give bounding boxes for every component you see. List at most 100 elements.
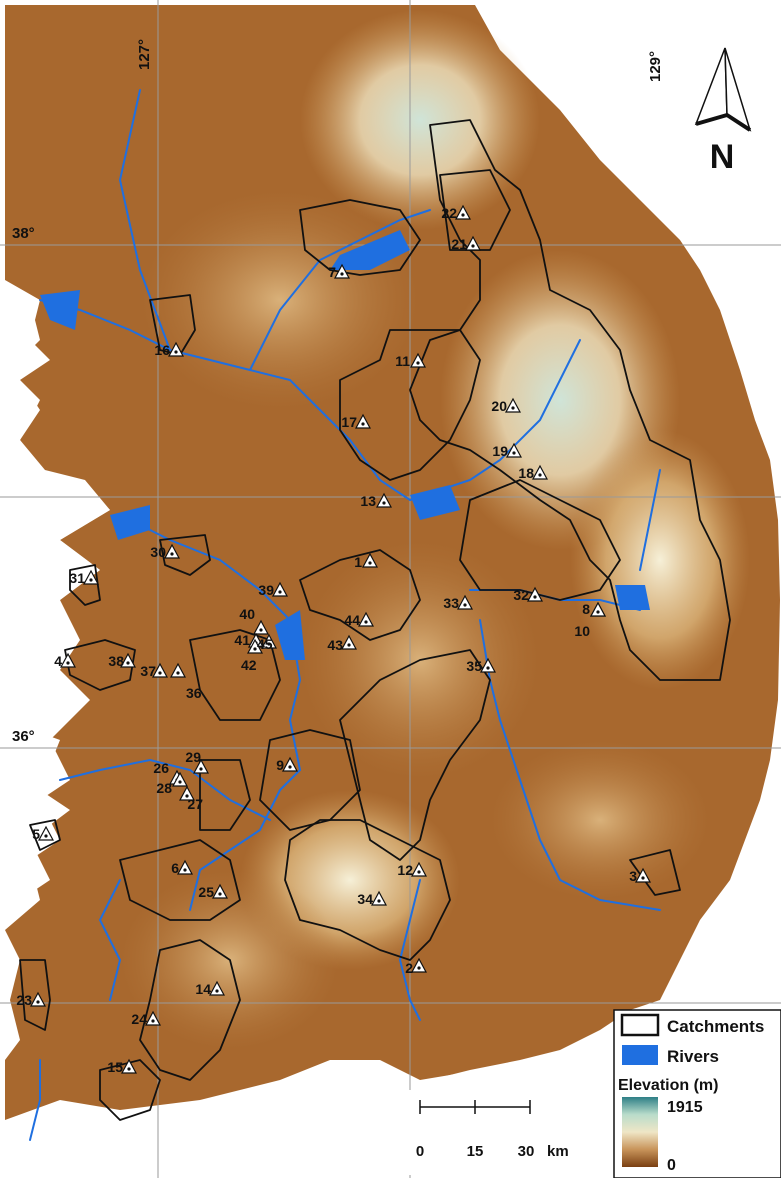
station-marker[interactable]	[361, 552, 379, 568]
station-marker[interactable]	[119, 652, 137, 668]
legend-river-swatch	[622, 1045, 658, 1065]
station-label: 26	[153, 760, 169, 776]
scale-tick-15: 15	[467, 1143, 484, 1160]
lakes	[40, 230, 650, 660]
lon-label-127: 127°	[136, 39, 153, 70]
station-label: 16	[154, 342, 170, 358]
station-marker[interactable]	[151, 662, 169, 678]
station-marker[interactable]	[354, 413, 372, 429]
station-dot	[174, 350, 178, 354]
station-marker[interactable]	[333, 263, 351, 279]
station-label: 38	[108, 653, 124, 669]
station-marker[interactable]	[208, 980, 226, 996]
station-label: 11	[395, 353, 410, 369]
station-label: 29	[185, 749, 201, 765]
station-marker[interactable]	[454, 204, 472, 220]
station-label: 42	[241, 657, 257, 673]
station-dot	[416, 361, 420, 365]
station-marker[interactable]	[479, 657, 497, 673]
station-marker[interactable]	[163, 543, 181, 559]
station-marker[interactable]	[357, 611, 375, 627]
station-marker[interactable]	[144, 1010, 162, 1026]
station-dot	[278, 590, 282, 594]
station-marker[interactable]	[634, 867, 652, 883]
station-label: 31	[69, 570, 85, 586]
north-arrow: N	[694, 47, 752, 176]
station-dot	[253, 647, 257, 651]
station-marker[interactable]	[260, 633, 278, 649]
station-marker[interactable]	[29, 991, 47, 1007]
legend-catchments: Catchments	[667, 1017, 764, 1036]
station-marker[interactable]	[178, 785, 196, 801]
station-label: 19	[492, 443, 508, 459]
legend-elevation-max: 1915	[667, 1099, 703, 1116]
lon-label-129: 129°	[647, 51, 664, 82]
station-marker[interactable]	[464, 235, 482, 251]
station-marker[interactable]	[252, 619, 270, 635]
legend-rivers: Rivers	[667, 1047, 719, 1066]
station-marker[interactable]	[526, 586, 544, 602]
station-marker[interactable]	[589, 601, 607, 617]
station-dot	[36, 1000, 40, 1004]
station-marker[interactable]	[82, 569, 100, 585]
station-marker[interactable]	[271, 581, 289, 597]
station-dot	[151, 1019, 155, 1023]
elevation-ramp	[622, 1097, 658, 1167]
station-label: 1	[354, 554, 362, 570]
station-marker[interactable]	[246, 638, 264, 654]
north-label: N	[710, 138, 735, 176]
station-marker[interactable]	[505, 442, 523, 458]
station-marker[interactable]	[375, 492, 393, 508]
station-label: 14	[195, 981, 211, 997]
station-marker[interactable]	[59, 652, 77, 668]
station-label: 40	[239, 606, 255, 622]
station-marker[interactable]	[410, 957, 428, 973]
station-label: 10	[574, 623, 590, 639]
station-marker[interactable]	[340, 634, 358, 650]
lat-label-38: 38°	[12, 225, 35, 242]
station-dot	[533, 595, 537, 599]
station-marker[interactable]	[410, 861, 428, 877]
station-marker[interactable]	[456, 594, 474, 610]
station-marker[interactable]	[176, 859, 194, 875]
station-dot	[185, 794, 189, 798]
station-marker[interactable]	[37, 825, 55, 841]
scale-tick-0: 0	[416, 1143, 424, 1160]
station-marker[interactable]	[120, 1058, 138, 1074]
station-dot	[382, 501, 386, 505]
station-dot	[218, 892, 222, 896]
station-label: 13	[360, 493, 376, 509]
station-dot	[44, 834, 48, 838]
station-dot	[340, 272, 344, 276]
station-marker[interactable]	[504, 397, 522, 413]
station-marker[interactable]	[169, 662, 187, 678]
station-dot	[368, 561, 372, 565]
station-marker[interactable]	[211, 883, 229, 899]
station-label: 9	[276, 757, 284, 773]
station-marker[interactable]	[167, 341, 185, 357]
rivers	[29, 89, 661, 1141]
station-marker[interactable]	[409, 352, 427, 368]
station-marker[interactable]	[192, 758, 210, 774]
station-label: 33	[443, 595, 459, 611]
station-marker[interactable]	[171, 771, 189, 787]
station-dot	[377, 899, 381, 903]
station-label: 6	[171, 860, 179, 876]
scale-unit: km	[547, 1143, 569, 1160]
station-label: 27	[187, 796, 203, 812]
scale-bar: 0 15 30 km	[405, 1090, 610, 1175]
station-marker[interactable]	[531, 464, 549, 480]
station-dot	[259, 628, 263, 632]
station-marker[interactable]	[370, 890, 388, 906]
station-label: 23	[16, 992, 32, 1008]
terrain-midlands-southeast	[490, 740, 710, 900]
station-marker[interactable]	[281, 756, 299, 772]
scale-tick-30: 30	[518, 1143, 535, 1160]
station-label: 3	[629, 868, 637, 884]
legend-elevation-title: Elevation (m)	[618, 1077, 718, 1094]
station-dot	[183, 868, 187, 872]
station-dot	[641, 876, 645, 880]
station-dot	[176, 671, 180, 675]
